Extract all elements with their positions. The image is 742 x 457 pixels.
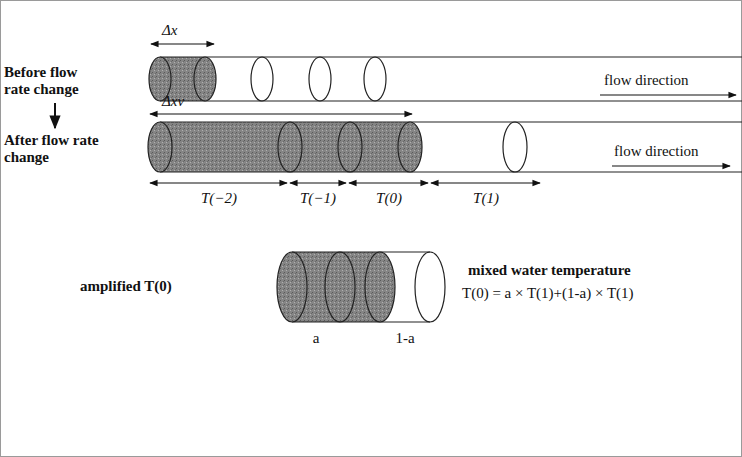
fraction-label: a (313, 330, 320, 347)
segment-label: T(−1) (300, 190, 336, 207)
dimension-arrow (150, 113, 412, 114)
flow-arrow (600, 94, 736, 95)
pipe-before (149, 57, 742, 101)
segment-label: T(−2) (201, 190, 237, 207)
pipe-after (148, 122, 742, 172)
formula-label: T(0) = a × T(1)+(1-a) × T(1) (462, 285, 634, 302)
flow-label: flow direction (604, 72, 689, 89)
change-arrow (54, 103, 56, 128)
flow-label: flow direction (614, 143, 699, 160)
caption-label: amplified T(0) (80, 278, 172, 295)
dimension-label: Δxv (162, 93, 184, 110)
amplified-segment (277, 252, 445, 322)
segment-arrows (150, 182, 540, 183)
segment-label: T(1) (473, 190, 499, 207)
segment-label: T(0) (376, 190, 402, 207)
caption-label: mixed water temperature (468, 262, 631, 279)
dimension-arrow (151, 43, 214, 44)
state-label: Before flow rate change (4, 64, 104, 99)
dimension-label: Δx (162, 22, 177, 39)
flow-arrow (612, 165, 730, 166)
state-label: After flow rate change (4, 132, 104, 167)
fraction-label: 1-a (395, 330, 414, 347)
